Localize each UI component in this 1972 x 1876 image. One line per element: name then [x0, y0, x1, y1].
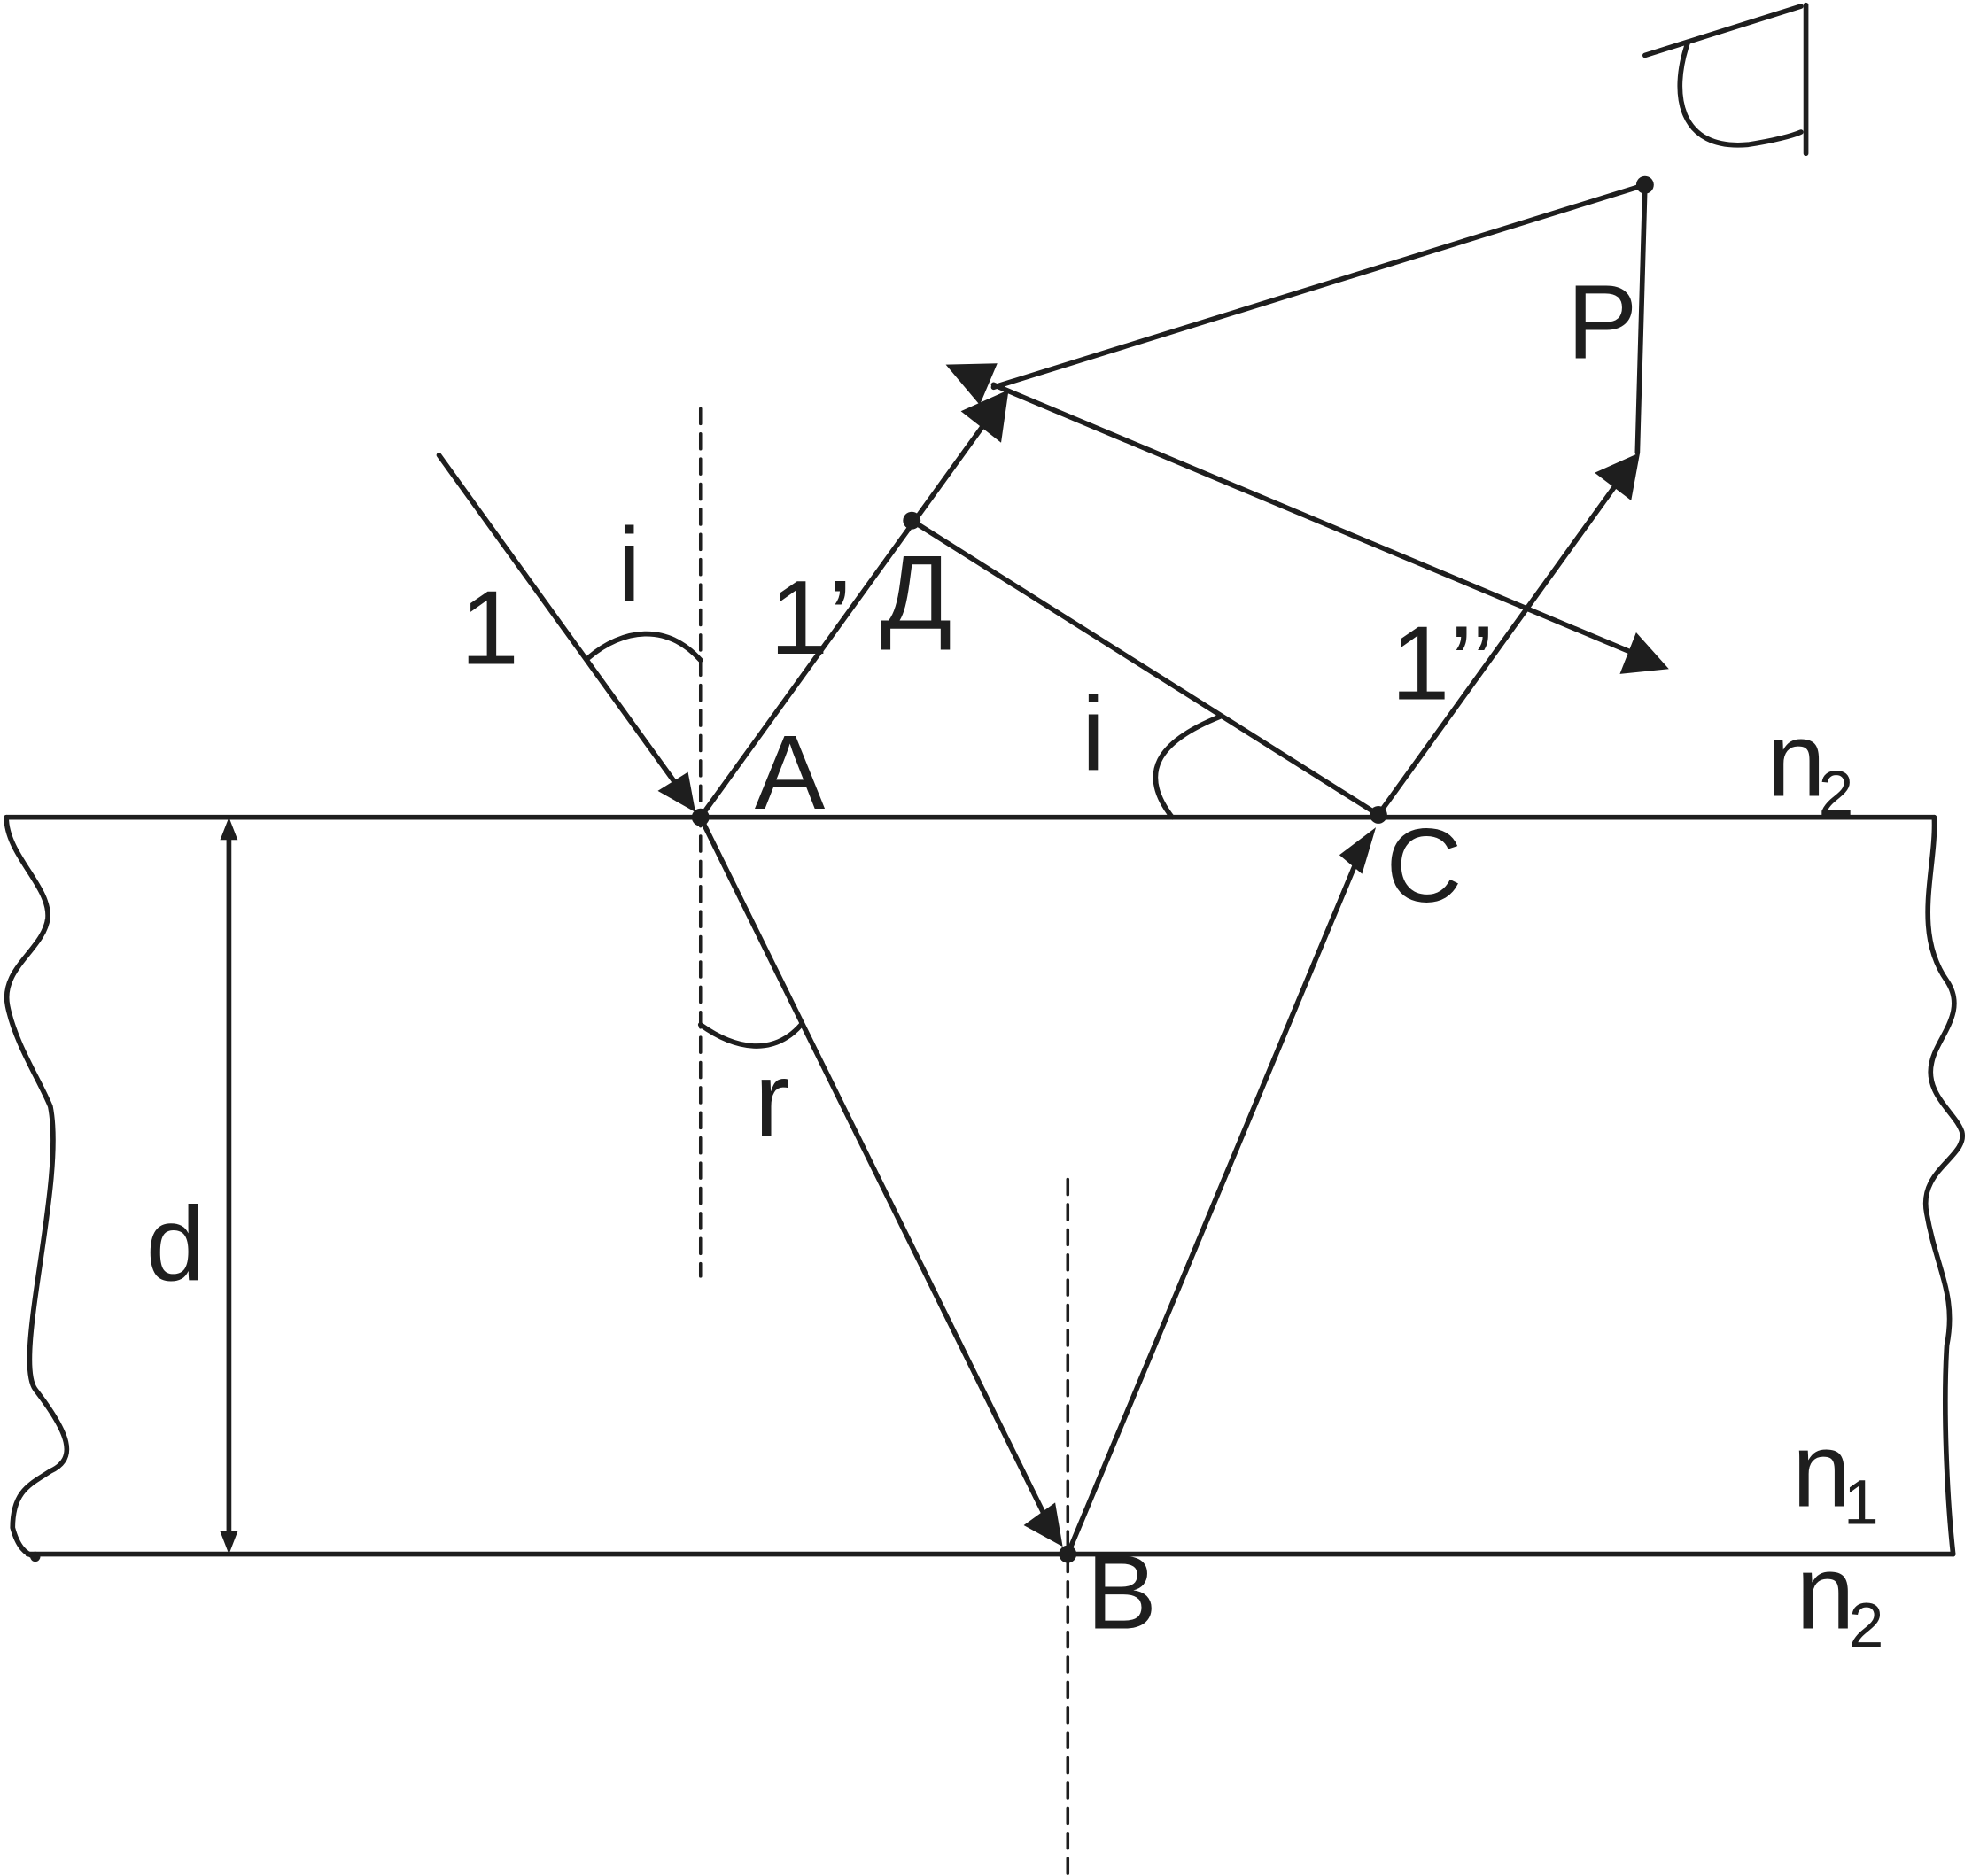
label-n-top-subscript: 2 — [1819, 759, 1853, 829]
crossing-ray — [990, 382, 1638, 657]
line-p-down — [1634, 182, 1648, 455]
label-ray-1-prime: 1’ — [770, 559, 852, 677]
label-point-p: P — [1567, 264, 1638, 382]
arrowhead-internal — [1339, 827, 1377, 874]
label-angle-i-lower: i — [1082, 675, 1105, 793]
point-c-dot — [1369, 805, 1387, 824]
label-ray-1-double-prime: 1’’ — [1391, 604, 1495, 722]
arrowhead-incident — [657, 771, 696, 813]
incident-ray-1 — [436, 453, 682, 791]
label-n-top: n — [1767, 702, 1826, 819]
point-b-dot — [1059, 1545, 1077, 1563]
internal-ray-b-c — [1065, 849, 1363, 1557]
point-a-dot — [691, 808, 710, 826]
refracted-ray-a-b — [697, 814, 1052, 1527]
label-angle-i-incident: i — [617, 507, 641, 624]
arrowhead-1-prime — [960, 390, 1009, 443]
right-wavy-edge — [1922, 814, 1965, 1557]
label-thickness-d: d — [146, 1185, 205, 1303]
arrowhead-crossing — [1619, 632, 1669, 674]
corner-dot — [30, 1551, 41, 1562]
point-d-dot — [903, 511, 921, 530]
line-to-p — [990, 182, 1648, 391]
label-n-bottom-subscript: 2 — [1849, 1592, 1883, 1662]
label-ray-1: 1 — [461, 570, 519, 687]
label-point-c: C — [1386, 807, 1462, 925]
label-n-bottom: n — [1796, 1533, 1854, 1651]
eye-icon — [1642, 2, 1809, 157]
label-angle-r: r — [755, 1041, 790, 1159]
label-n-mid-subscript: 1 — [1844, 1469, 1878, 1539]
arrowhead-wavefront-left — [945, 363, 998, 406]
arrowhead-d-bottom — [220, 1531, 238, 1554]
wavefront-d-c — [909, 517, 1381, 818]
point-p-dot — [1635, 175, 1654, 194]
left-wavy-edge — [4, 814, 70, 1560]
arrowhead-d-top — [220, 817, 238, 841]
angle-arc-r — [697, 1022, 804, 1049]
label-point-a: A — [755, 714, 826, 832]
label-point-d: Д — [881, 534, 952, 652]
label-n-mid: n — [1792, 1412, 1851, 1530]
angle-arc-i-lower — [1153, 714, 1223, 820]
arrowhead-1-double-prime — [1595, 453, 1641, 500]
label-point-b: B — [1087, 1533, 1158, 1651]
arrowhead-refracted — [1023, 1502, 1063, 1547]
emerging-ray-1-double-prime — [1376, 480, 1620, 818]
reflected-ray-1-prime — [697, 417, 990, 820]
angle-arc-i-incident — [586, 631, 703, 663]
